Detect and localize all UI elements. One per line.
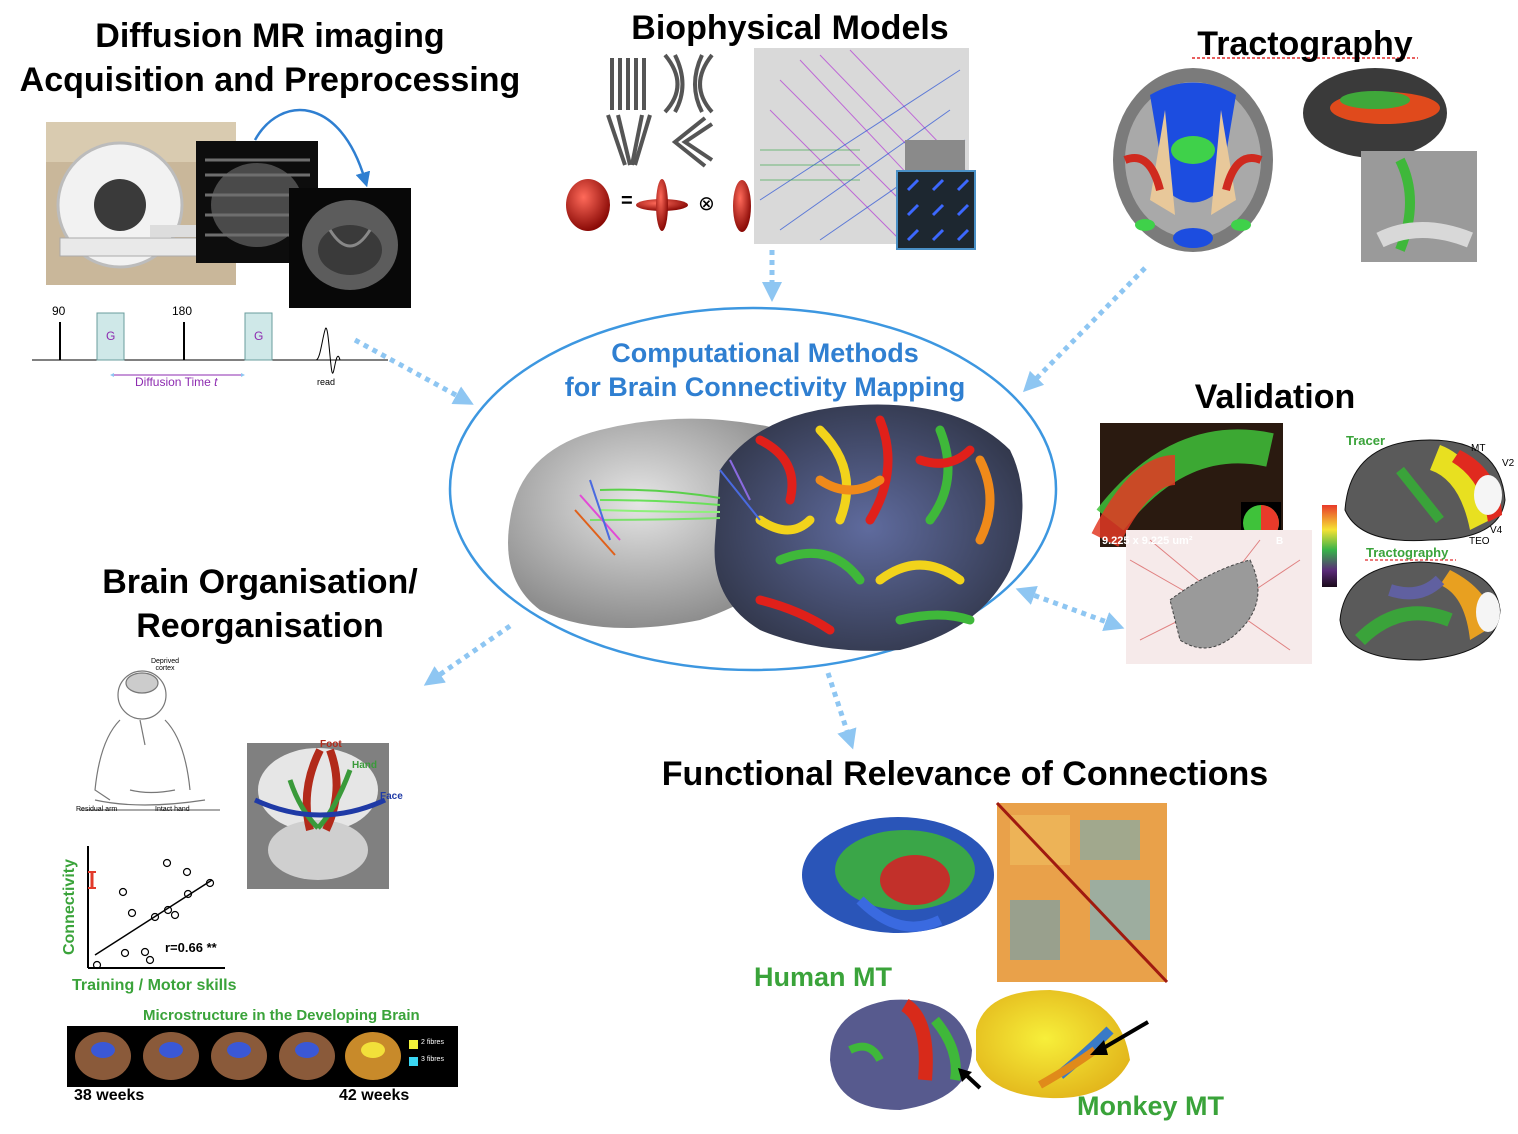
- central-ellipse: [448, 306, 1058, 672]
- central-brain-render: [508, 404, 1023, 651]
- central-title-line1: Computational Methods: [611, 338, 919, 368]
- week-end-label: 42 weeks: [339, 1087, 410, 1104]
- tractography-histology: [1361, 151, 1477, 262]
- monkey-mt-pointer-head: [1090, 1040, 1108, 1055]
- monkey-mt-label: Monkey MT: [1077, 1091, 1225, 1121]
- convolution-sign: ⊗: [698, 193, 715, 215]
- connection-arrows: [353, 250, 1147, 750]
- validation-streamline-map: [1126, 530, 1312, 664]
- validation-tracer-brain: [1344, 439, 1506, 542]
- preprocessed-dwi-image: [289, 188, 411, 308]
- legend-3-fibres: 3 fibres: [421, 1056, 444, 1063]
- scatter-x-axis-label: Training / Motor skills: [72, 977, 237, 994]
- biophysical-title: Biophysical Models: [631, 9, 949, 47]
- gradient-label-2: G: [254, 329, 264, 343]
- correlation-value: r=0.66 **: [165, 940, 217, 955]
- pulse-sequence-diagram: [32, 312, 388, 377]
- pulse-label-90: 90: [52, 304, 66, 318]
- diffusion-time-symbol: t: [214, 375, 218, 389]
- legend-2-fibres: 2 fibres: [421, 1039, 444, 1046]
- arrow-tractography-to-center: [1022, 266, 1147, 393]
- organisation-title-line1: Brain Organisation/: [102, 563, 418, 601]
- connectivity-matrix: [995, 801, 1169, 984]
- amputee-sketch: [80, 670, 220, 811]
- preprocessing-arrow: [253, 108, 371, 188]
- arrow-diffusion-to-center: [353, 337, 474, 405]
- arrow-validation-center: [1015, 586, 1125, 631]
- monkey-mt-brain: [976, 990, 1130, 1099]
- validation-tractography-label: Tractography: [1366, 545, 1449, 560]
- tractography-sagittal-brain: [1303, 68, 1447, 158]
- diffusion-time-label: Diffusion Time t: [135, 375, 218, 389]
- diffusion-time-text: Diffusion Time: [135, 375, 211, 389]
- area-v4-label: V4: [1490, 525, 1503, 536]
- developing-brain-title: Microstructure in the Developing Brain: [143, 1007, 420, 1024]
- organisation-title-line2: Reorganisation: [136, 607, 384, 645]
- human-mt-brain: [830, 999, 972, 1110]
- validation-title: Validation: [1194, 378, 1356, 416]
- pulse-label-180: 180: [172, 304, 193, 318]
- human-mt-label: Human MT: [754, 962, 892, 992]
- developing-brain-strip: [67, 1026, 458, 1087]
- face-label: Face: [380, 791, 403, 802]
- validation-colorbar: [1322, 505, 1337, 587]
- scale-label: 9.225 x 9.225 um²: [1102, 535, 1193, 547]
- validation-tractography-brain: [1339, 561, 1501, 661]
- convolution-equation: [566, 179, 751, 232]
- somatotopy-brain: [247, 743, 389, 889]
- fibre-orientation-map: [754, 48, 976, 250]
- residual-arm-label: Residual arm: [76, 806, 118, 813]
- diffusion-title-line1: Diffusion MR imaging: [95, 17, 445, 55]
- tractography-coronal-slice: [1113, 68, 1273, 252]
- tractography-title: Tractography: [1197, 25, 1413, 63]
- week-start-label: 38 weeks: [74, 1087, 145, 1104]
- equals-sign: =: [621, 190, 633, 212]
- gradient-label-1: G: [106, 329, 116, 343]
- validation-tracer-image: [1091, 423, 1283, 547]
- read-label: read: [317, 377, 336, 387]
- human-mt-pointer-head: [958, 1068, 972, 1082]
- central-title-line2: for Brain Connectivity Mapping: [564, 372, 966, 402]
- area-v2-label: V2: [1502, 458, 1515, 469]
- connectivity-scatter-plot: [87, 846, 225, 970]
- fibre-configurations: [606, 53, 714, 168]
- functional-title: Functional Relevance of Connections: [661, 755, 1269, 793]
- whole-brain-tractogram: [802, 817, 994, 933]
- area-teo-label: TEO: [1469, 536, 1490, 547]
- b-label: B: [1276, 536, 1284, 547]
- tracer-label: Tracer: [1346, 433, 1386, 448]
- arrow-center-to-functional: [825, 672, 857, 750]
- area-mt-label: MT: [1471, 443, 1486, 454]
- scatter-y-axis-label: Connectivity: [61, 859, 78, 956]
- intact-hand-label: Intact hand: [155, 806, 190, 813]
- foot-label: Foot: [320, 739, 342, 750]
- diffusion-title-line2: Acquisition and Preprocessing: [19, 61, 521, 99]
- hand-label: Hand: [352, 760, 377, 771]
- deprived-cortex-label: Deprived cortex: [150, 658, 179, 672]
